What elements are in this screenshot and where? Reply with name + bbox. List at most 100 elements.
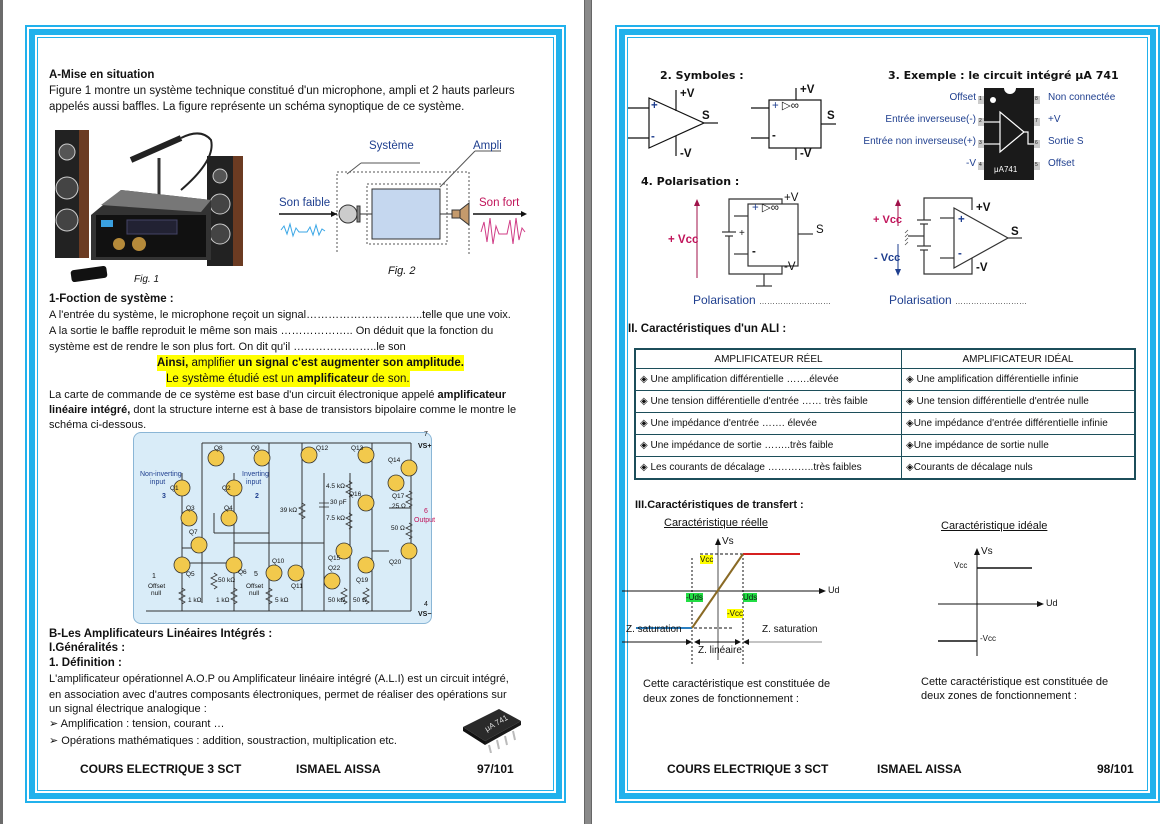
fig2-caption: Fig. 2 [388, 265, 416, 277]
sym2-minus: - [772, 130, 776, 142]
section-1-title: 1-Foction de système : [49, 293, 174, 305]
ua741-pinout: μA741 Offset Entrée inverseuse(-) Entrée… [828, 88, 1148, 183]
vs-minus-label: VS− [418, 611, 432, 618]
para2-line3: schéma ci-dessous. [49, 419, 147, 431]
hl2-start: Le système étudié est un [166, 373, 298, 385]
para2-line2: linéaire intégré, dont la structure inte… [49, 402, 516, 418]
table-row: ◈ Une tension différentielle d'entrée ……… [634, 390, 1136, 413]
para2-line2-bold: linéaire intégré, [49, 404, 131, 416]
pol2-minus: - [958, 248, 962, 260]
pol1-minus: - [752, 246, 756, 258]
r-50k-b-label: 50 kΩ [328, 597, 346, 604]
pol2-plus-v: +V [976, 202, 991, 214]
battery-plus-sign: + [739, 228, 745, 239]
axis-ud-label: Ud [828, 585, 840, 595]
q17-label: Q17 [392, 493, 405, 500]
axis-vs-label: Vs [722, 536, 734, 547]
section-b-generalites: I.Généralités : [49, 642, 126, 654]
footer-author: ISMAEL AISSA [296, 762, 381, 776]
r-50k-a-label: 50 kΩ [218, 577, 236, 584]
cell-reel: ◈ Une amplification différentielle …….él… [634, 368, 902, 391]
q3-label: Q3 [186, 505, 195, 512]
pin4-number: 4 [979, 162, 982, 168]
pin1-number: 1 [979, 96, 982, 102]
output-label: Output [414, 517, 436, 524]
pin6-right-label: Sortie S [1048, 136, 1084, 147]
pin5-number: 5 [1035, 162, 1038, 168]
fig2-label-ampli: Ampli [473, 140, 502, 152]
cell-ideal: ◈Courants de décalage nuls [901, 456, 1136, 480]
fig2-synoptic-diagram: Système Ampli Son faible Son fort [275, 134, 535, 257]
polarisation-caption-2: Polarisation ……………………… [889, 292, 1027, 310]
pin1-left-label: Offset [949, 92, 977, 103]
q7-label: Q7 [189, 529, 198, 536]
polarisation-blank-1: ……………………… [759, 297, 832, 306]
bullet-text: Opérations mathématiques : addition, sou… [61, 735, 397, 747]
section-a-title: A-Mise en situation [49, 69, 155, 81]
r-25-label: 25 Ω [392, 503, 406, 510]
reelle-desc-line1: Cette caractéristique est constituée de [643, 678, 831, 690]
r-4k5-label: 4.5 kΩ [326, 483, 345, 490]
minus-uds-tick-label: -Uds [686, 593, 703, 602]
table-header-row: AMPLIFICATEUR RÉEL AMPLIFICATEUR IDÉAL [634, 348, 1136, 369]
pol1-infinity: ▷∞ [761, 202, 779, 214]
fig2-label-son-fort: Son fort [479, 197, 520, 209]
fig1-caption: Fig. 1 [134, 274, 160, 285]
bullet-text: Amplification : tension, courant … [60, 718, 225, 730]
label-non-inverting: Non-inverting [140, 471, 182, 478]
opamp-symbols: + - +V -V S + ▷∞ - +V -V S [624, 84, 844, 166]
fig1-audio-system-image [51, 120, 273, 290]
ideal-transfer-graph: Vs Ud Vcc -Vcc [922, 540, 1072, 660]
caracteristiques-title: II. Caractéristiques d'un ALI : [628, 323, 787, 335]
pin3-left-label: Entrée non inverseuse(+) [863, 136, 976, 147]
polarisation-caption-1: Polarisation ……………………… [693, 292, 831, 310]
cell-ideal: ◈Une impédance d'entrée différentielle i… [901, 412, 1136, 435]
minus-vcc-tick-label: -Vcc [727, 609, 743, 618]
section-a-text-line1: Figure 1 montre un système technique con… [49, 85, 515, 97]
polarisation-label-1: Polarisation [693, 293, 756, 307]
hl1-mid: amplifier [188, 357, 239, 369]
page-97: A-Mise en situation Figure 1 montre un s… [3, 0, 584, 824]
section-1-line1: A l'entrée du système, le microphone reç… [49, 309, 511, 321]
pin7-right-label: +V [1048, 114, 1061, 125]
q4-label: Q4 [224, 505, 233, 512]
cell-ideal: ◈Une impédance de sortie nulle [901, 434, 1136, 457]
q20-label: Q20 [389, 559, 402, 566]
header-ideal: AMPLIFICATEUR IDÉAL [901, 348, 1136, 369]
hl2-bold: amplificateur [297, 373, 369, 385]
exemple-title: 3. Exemple : le circuit intégré μA 741 [888, 69, 1119, 82]
vs-plus-label: VS+ [418, 443, 432, 450]
polarisation-dual-supply: + Vcc - Vcc + - +V -V S [873, 196, 1032, 296]
r-1k-a-label: 1 kΩ [188, 597, 202, 604]
footer-page-number: 98/101 [1097, 762, 1134, 776]
hl1-ainsi: Ainsi, [157, 357, 189, 369]
q10-label: Q10 [272, 558, 285, 565]
offset-null-left-2: null [151, 590, 162, 597]
q9-label: Q9 [251, 445, 260, 452]
real-transfer-graph: Vs Ud Vcc -Vcc -Uds Uds Z. saturation Z.… [622, 530, 852, 665]
vcc-plus-label-2: + Vcc [873, 214, 903, 226]
section-1-line3: système est de rendre le son plus fort. … [49, 341, 406, 353]
vcc-minus-label: - Vcc [874, 252, 901, 264]
symboles-title: 2. Symboles : [660, 69, 744, 82]
ic-chip-image: μA 741 [455, 707, 527, 754]
pin2-label: 2 [255, 493, 259, 500]
fig2-label-son-faible: Son faible [279, 197, 331, 209]
r-1k-b-label: 1 kΩ [216, 597, 230, 604]
header-reel: AMPLIFICATEUR RÉEL [634, 348, 902, 369]
highlight-conclusion-2: Le système étudié est un amplificateur d… [166, 371, 410, 387]
pol1-output-s: S [816, 224, 824, 236]
para2-line1: La carte de commande de ce système est b… [49, 387, 506, 403]
sym2-plus-v: +V [800, 84, 815, 96]
sym2-output-s: S [827, 110, 835, 122]
hl2-end: de son. [368, 373, 410, 385]
sym2-infinity-gain: ▷∞ [781, 100, 799, 112]
table-row: ◈ Une amplification différentielle …….él… [634, 368, 1136, 391]
cell-reel: ◈ Une impédance d'entrée ……. élevée [634, 412, 902, 435]
cell-reel: ◈ Une tension différentielle d'entrée ……… [634, 390, 902, 413]
definition-line3: un signal électrique analogique : [49, 703, 207, 715]
bullet-arrow-icon: ➢ [49, 718, 61, 730]
